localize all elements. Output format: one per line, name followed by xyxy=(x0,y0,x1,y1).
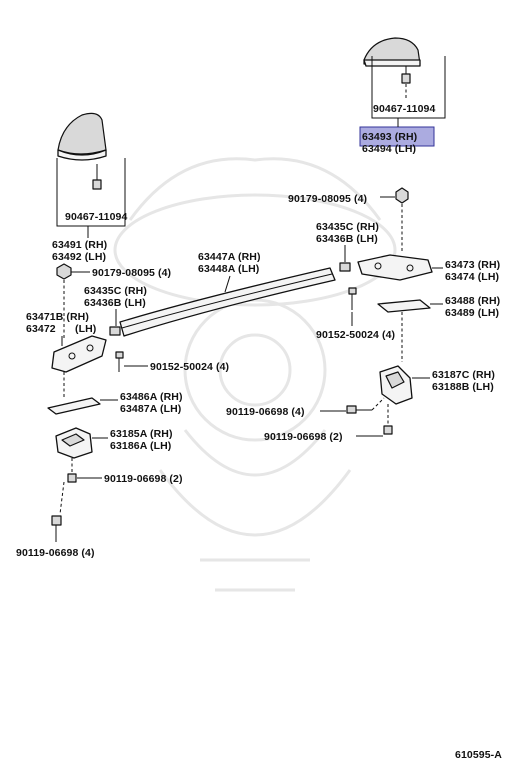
label-63486a[interactable]: 63486A (RH) xyxy=(120,391,183,403)
label-63435c-left[interactable]: 63435C (RH) xyxy=(84,285,147,297)
label-90179-right: 90179-08095 (4) xyxy=(288,193,367,205)
label-90119-left-4: 90119-06698 (4) xyxy=(16,547,95,559)
roof-rail-63447a[interactable] xyxy=(119,267,336,337)
bolt-90152-left[interactable] xyxy=(115,351,124,372)
bolt-90119-left-2[interactable] xyxy=(67,473,77,483)
label-63186a[interactable]: 63186A (LH) xyxy=(110,440,171,452)
label-90152-right: 90152-50024 (4) xyxy=(316,329,395,341)
label-63472-lh: (LH) xyxy=(75,323,96,335)
label-90119-left-2: 90119-06698 (2) xyxy=(104,473,183,485)
cover-63493[interactable] xyxy=(363,37,421,67)
diagram-code: 610595-A xyxy=(455,749,502,761)
label-63185a[interactable]: 63185A (RH) xyxy=(110,428,173,440)
label-63474[interactable]: 63474 (LH) xyxy=(445,271,499,283)
bolt-90119-right-2[interactable] xyxy=(383,425,393,435)
bracket-63473[interactable] xyxy=(357,254,433,281)
bracket-63471b[interactable] xyxy=(51,335,107,373)
label-63494[interactable]: 63494 (LH) xyxy=(362,143,416,155)
bolt-90467-left[interactable] xyxy=(92,164,102,190)
leg-63185a[interactable] xyxy=(55,427,93,459)
label-90119-right-2: 90119-06698 (2) xyxy=(264,431,343,443)
label-63448a[interactable]: 63448A (LH) xyxy=(198,263,259,275)
pad-63486a[interactable] xyxy=(47,397,101,415)
label-90179-left: 90179-08095 (4) xyxy=(92,267,171,279)
label-90119-right-4: 90119-06698 (4) xyxy=(226,406,305,418)
bolt-90467-top[interactable] xyxy=(401,66,411,84)
highlight-63493 xyxy=(359,126,435,147)
label-63493[interactable]: 63493 (RH) xyxy=(362,131,417,143)
label-63187c[interactable]: 63187C (RH) xyxy=(432,369,495,381)
label-63447a[interactable]: 63447A (RH) xyxy=(198,251,261,263)
label-63435c-right[interactable]: 63435C (RH) xyxy=(316,221,379,233)
leg-63187c[interactable] xyxy=(379,365,413,405)
label-63489[interactable]: 63489 (LH) xyxy=(445,307,499,319)
label-63488[interactable]: 63488 (RH) xyxy=(445,295,500,307)
label-63436b-left[interactable]: 63436B (LH) xyxy=(84,297,146,309)
label-63188b[interactable]: 63188B (LH) xyxy=(432,381,494,393)
label-90467-left: 90467-11094 xyxy=(65,211,127,223)
label-90467-top: 90467-11094 xyxy=(373,103,435,115)
nut-90179-right[interactable] xyxy=(395,187,409,204)
spacer-63435c-left[interactable] xyxy=(109,326,121,336)
watermark-emblem xyxy=(113,157,397,592)
nut-90179-left[interactable] xyxy=(56,263,72,280)
label-63436b-right[interactable]: 63436B (LH) xyxy=(316,233,378,245)
label-90152-left: 90152-50024 (4) xyxy=(150,361,229,373)
label-63472[interactable]: 63472 xyxy=(26,323,56,335)
spacer-63435c-right[interactable] xyxy=(339,262,351,272)
label-63487a[interactable]: 63487A (LH) xyxy=(120,403,181,415)
bolt-90152-right[interactable] xyxy=(348,287,357,310)
cover-63491[interactable] xyxy=(57,112,107,161)
label-63471b[interactable]: 63471B (RH) xyxy=(26,311,89,323)
label-63491[interactable]: 63491 (RH) xyxy=(52,239,107,251)
label-63473[interactable]: 63473 (RH) xyxy=(445,259,500,271)
label-63492[interactable]: 63492 (LH) xyxy=(52,251,106,263)
pad-63488[interactable] xyxy=(377,299,431,313)
bolt-90119-right-4[interactable] xyxy=(346,405,372,414)
bolt-90119-left-4[interactable] xyxy=(51,515,62,542)
